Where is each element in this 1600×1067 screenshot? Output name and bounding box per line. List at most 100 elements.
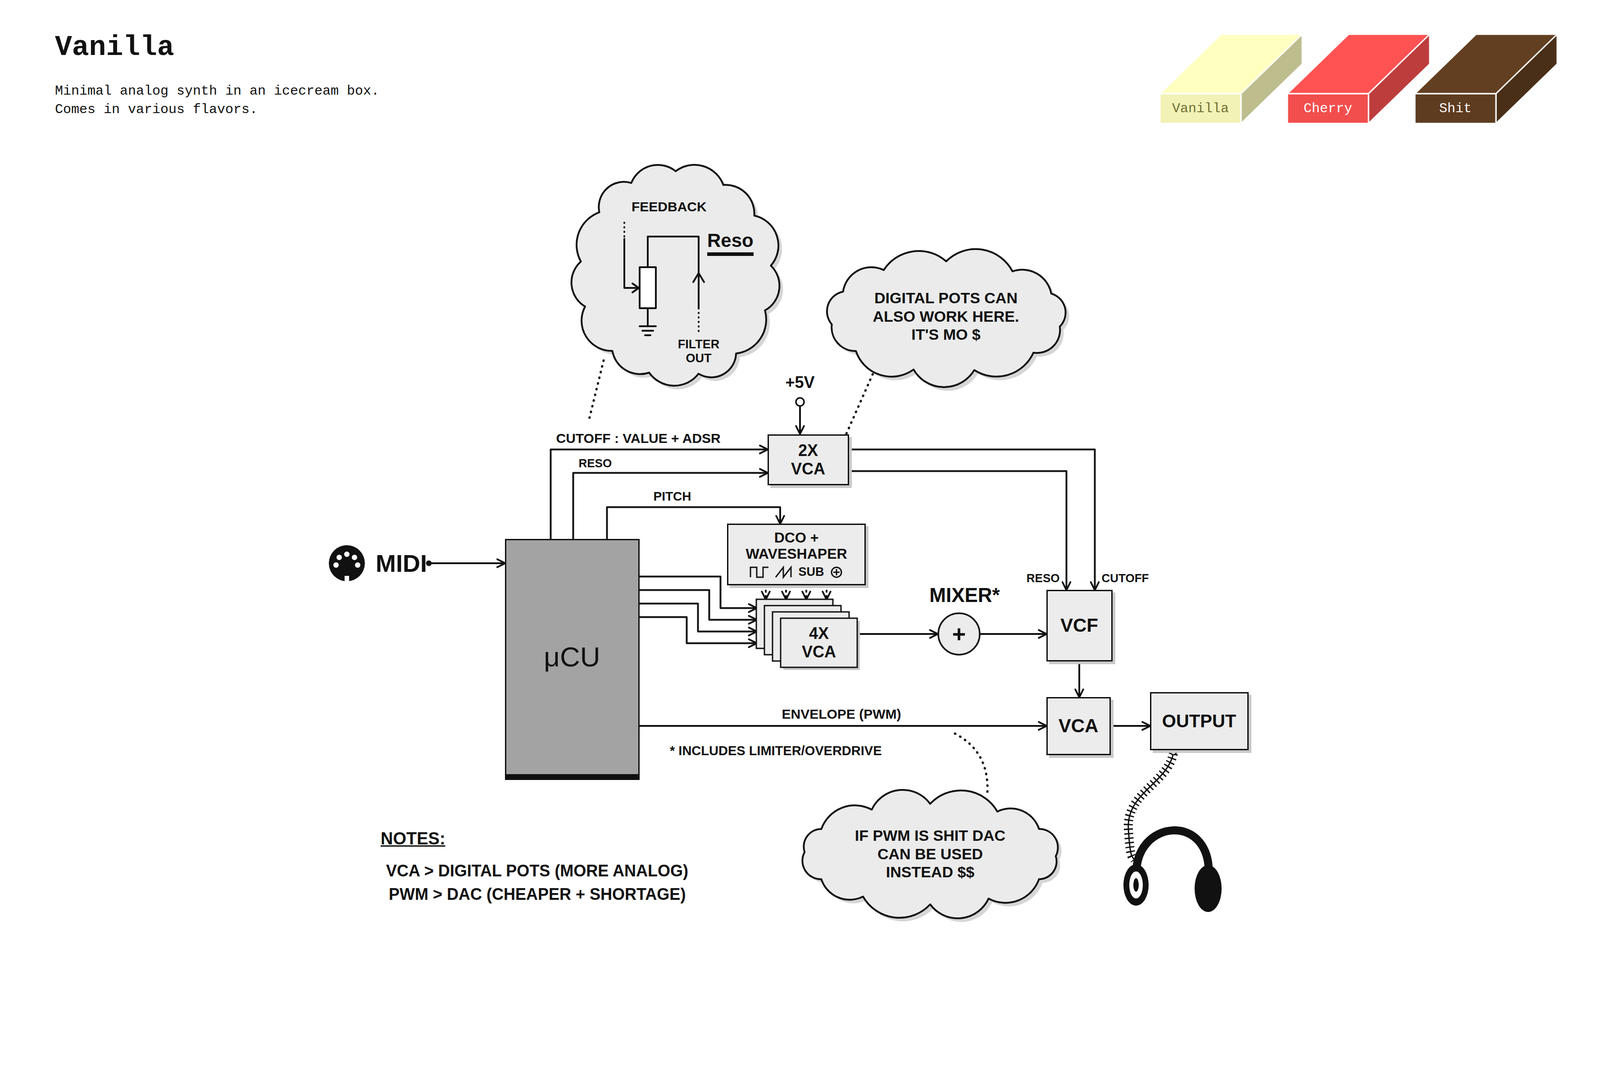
ground-symbol [639,326,656,336]
leader-line [588,360,604,423]
node-label: μCU [543,640,600,673]
callout-cloud: IF PWM IS SHIT DAC CAN BE USED INSTEAD $… [788,787,1073,921]
legend-swatch [1414,93,1496,124]
saw-wave-icon [774,565,793,579]
flavor-box [1414,34,1558,124]
flavor-box [1159,34,1303,124]
signal-wire [1110,724,1150,727]
callout-cloud: FEEDBACKResoFILTER OUT [563,154,788,393]
midi-connector-body [328,545,365,582]
ground-wire [646,308,649,327]
node-label: OUTPUT [1162,710,1237,732]
midi-pin [351,554,358,560]
node-label: VCF [1060,614,1099,637]
flavor-box [1287,34,1430,124]
dotted-connector [846,363,878,435]
microcontroller-box: μCU [504,538,640,776]
dotted-connector [805,585,808,600]
noise-icon [829,565,844,579]
title: Vanilla [54,31,175,64]
signal-wire [1078,661,1081,697]
legend-label: Shit [1414,93,1496,124]
stacked-vca-box: 4X VCA [756,599,858,668]
callout-cloud: DIGITAL POTS CAN ALSO WORK HERE. IT'S MO… [814,245,1078,388]
feedback-schematic [624,222,705,336]
signal-wire [849,449,1096,590]
process-box: OUTPUT [1150,691,1249,750]
headphone-cup [1123,863,1149,906]
node-label: SUB [798,564,824,579]
signal-label: PITCH [652,489,693,504]
signal-label: RESO [1025,571,1062,586]
headphone-cup-ring [1129,871,1143,899]
cloud-outline [802,789,1058,918]
saw-wave [775,567,791,578]
waveform-row: SUB [749,564,843,579]
process-box: VCA [1046,696,1111,755]
schematic-label: FEEDBACK [631,199,707,215]
schematic-label: Reso [707,229,754,256]
mixer-circle: MIXER*+ [937,612,981,656]
square-wave-icon [749,565,770,579]
signal-wire [639,724,1047,727]
noise-circle [831,567,842,578]
node-label: 2X VCA [790,440,826,479]
dotted-wire [697,308,700,333]
oscillator-box: DCO + WAVESHAPERSUB [727,523,866,586]
headphone-cable-coil [1128,753,1174,863]
node-label: MIDI [375,549,428,578]
wiper-arrow [632,283,639,293]
wiper-wire [624,238,639,288]
cloud-shape [563,154,788,393]
signal-arrow [693,272,705,282]
mixer-heading: MIXER* [929,583,1000,607]
square-wave [750,567,769,578]
signal-wire [857,632,938,635]
midi-port: MIDI [327,543,429,583]
signal-label: ENVELOPE (PWM) [780,706,903,723]
node-label: 4X VCA [801,623,837,662]
cloud-outline [571,164,780,386]
footnote: * INCLUDES LIMITER/OVERDRIVE [668,743,884,759]
potentiometer-symbol [639,267,656,309]
supply-terminal [795,397,805,406]
note: PWM > DAC (CHEAPER + SHORTAGE) [387,884,687,904]
midi-pin [336,554,342,560]
signal-label: RESO [577,456,614,471]
midi-pin [333,562,339,568]
note: VCA > DIGITAL POTS (MORE ANALOG) [384,861,690,880]
stack-layer [780,618,858,668]
supply-label: +5V [783,372,816,392]
headphone-cup [1194,864,1222,912]
headphone-cup-center [1133,877,1139,892]
noise-cross [833,568,840,576]
process-box: 2X VCA [767,434,850,486]
legend-label: Cherry [1287,93,1369,124]
midi-pin [354,562,361,568]
process-box: VCF [1046,589,1113,662]
callout-text: DIGITAL POTS CAN ALSO WORK HERE. IT'S MO… [871,288,1021,344]
headphone-cable [1128,753,1174,863]
signal-label: CUTOFF : VALUE + ADSR [554,430,723,447]
dotted-connector [825,585,828,600]
caption: Minimal analog synth in an icecream box.… [54,81,388,120]
node-label: DCO + WAVESHAPER [735,529,858,563]
mixer-outline [938,613,980,655]
signal-wire [980,632,1047,635]
callout-text: IF PWM IS SHIT DAC CAN BE USED INSTEAD $… [849,826,1012,882]
midi-connector-icon [327,544,366,582]
legend-swatch [1159,93,1241,124]
signal-label: FILTER OUT [677,337,720,366]
midi-pin [344,551,350,557]
dotted-connector [785,585,787,600]
midi-notch [344,575,350,582]
notes-heading: NOTES: [379,828,447,849]
mixer-symbol: + [952,622,966,646]
legend-swatch [1287,93,1369,124]
signal-wire [849,471,1067,590]
signal-wire [639,617,757,644]
dotted-wire [623,222,626,239]
box-side [1495,34,1558,124]
leader-line [954,733,988,792]
signal-label: CUTOFF [1100,571,1151,586]
